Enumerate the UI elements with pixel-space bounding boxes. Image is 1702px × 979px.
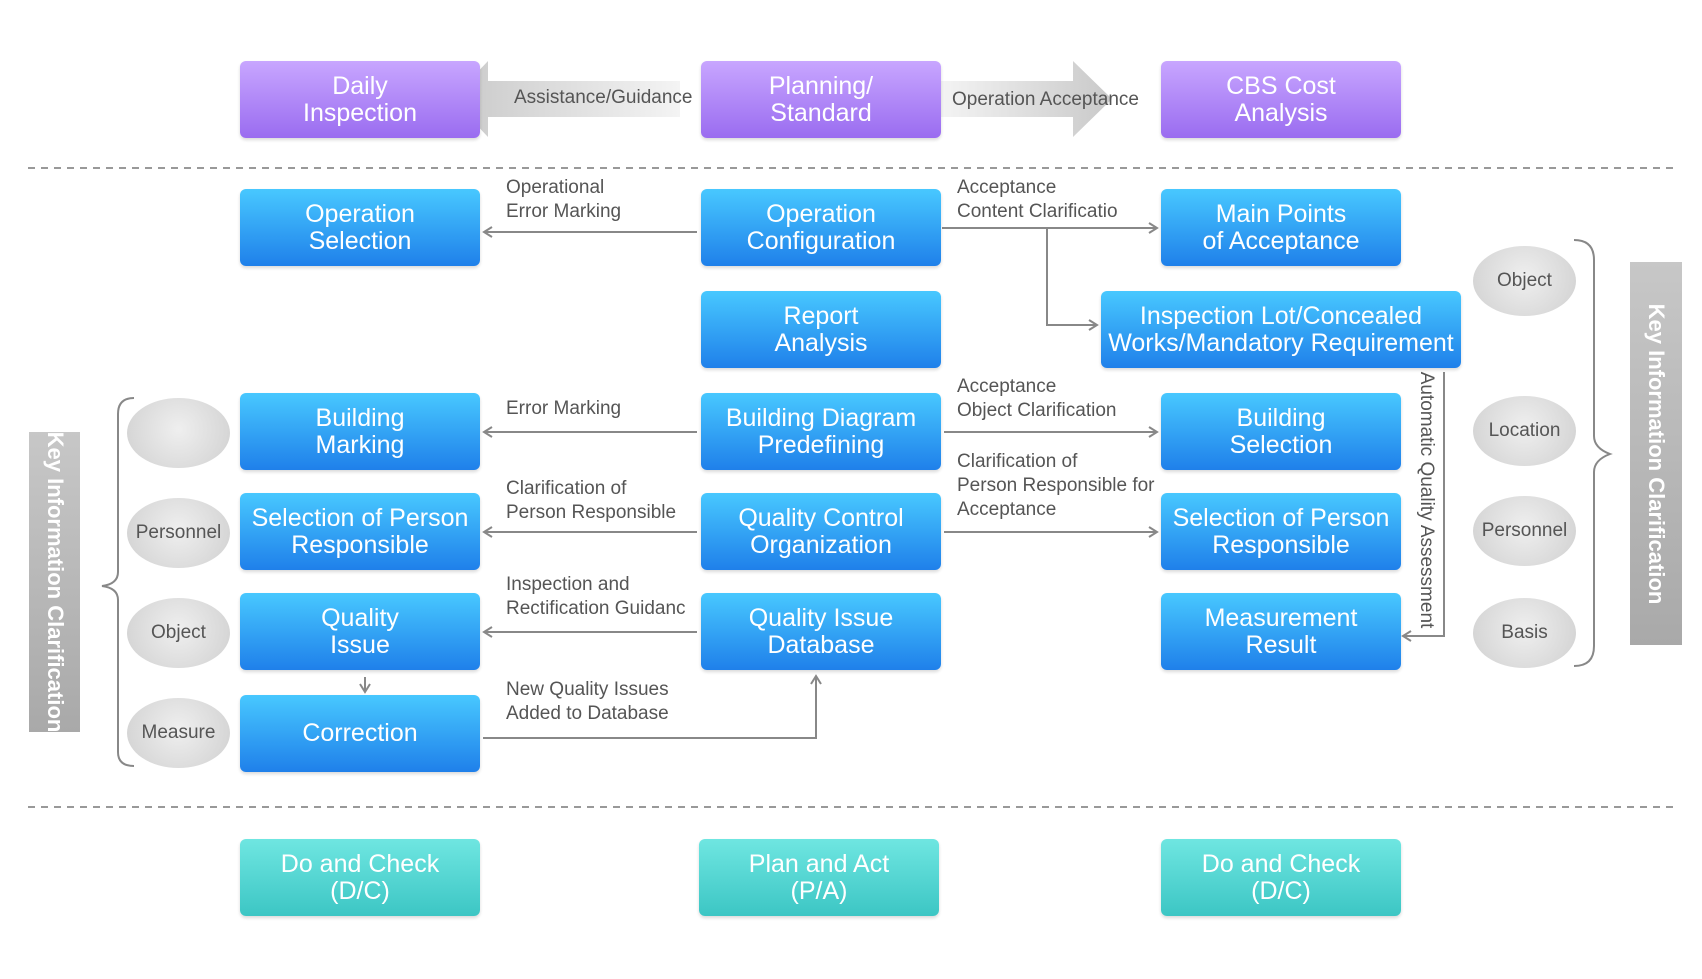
operation-configuration-box[interactable]: Operation Configuration — [701, 189, 941, 266]
selection-person-right-box[interactable]: Selection of Person Responsible — [1161, 493, 1401, 570]
building-diagram-predefining-box[interactable]: Building Diagram Predefining — [701, 393, 941, 470]
measurement-result-box[interactable]: Measurement Result — [1161, 593, 1401, 670]
do-and-check-left-box[interactable]: Do and Check (D/C) — [240, 839, 480, 916]
clarification-person-right-label: Clarification of Person Responsible for … — [957, 451, 1155, 520]
left-key-info-tag: Key Information Clarification — [29, 432, 80, 732]
left-key-info-title: Key Information Clarification — [42, 431, 68, 733]
left-brace — [101, 397, 135, 767]
planning-standard-box[interactable]: Planning/ Standard — [701, 61, 941, 138]
arrow-opconfig-inspectionlot — [1046, 228, 1099, 331]
inspection-lot-box[interactable]: Inspection Lot/Concealed Works/Mandatory… — [1101, 291, 1461, 368]
building-marking-box[interactable]: Building Marking — [240, 393, 480, 470]
new-quality-issues-label: New Quality Issues Added to Database — [506, 679, 669, 724]
acceptance-big-arrow — [940, 61, 1112, 137]
left-key-oval-1 — [127, 398, 230, 468]
acceptance-content-label: Acceptance Content Clarificatio — [957, 177, 1118, 222]
correction-box[interactable]: Correction — [240, 695, 480, 772]
right-key-info-title: Key Information Clarification — [1644, 303, 1669, 604]
left-key-oval-measure: Measure — [127, 698, 230, 768]
quality-issue-database-box[interactable]: Quality Issue Database — [701, 593, 941, 670]
selection-person-left-box[interactable]: Selection of Person Responsible — [240, 493, 480, 570]
inspection-rectification-label: Inspection and Rectification Guidanc — [506, 574, 686, 619]
error-marking-label: Error Marking — [506, 398, 622, 419]
building-selection-box[interactable]: Building Selection — [1161, 393, 1401, 470]
arrow-correction-qidb — [483, 674, 822, 739]
quality-control-organization-box[interactable]: Quality Control Organization — [701, 493, 941, 570]
left-key-oval-object: Object — [127, 598, 230, 668]
right-key-oval-location: Location — [1473, 396, 1576, 466]
assistance-guidance-label: Assistance/Guidance — [514, 87, 693, 108]
right-key-oval-basis: Basis — [1473, 598, 1576, 668]
operation-selection-box[interactable]: Operation Selection — [240, 189, 480, 266]
assistance-big-arrow — [452, 61, 680, 137]
right-key-info-tag: Key Information Clarification — [1630, 262, 1682, 645]
daily-inspection-box[interactable]: Daily Inspection — [240, 61, 480, 138]
main-points-acceptance-box[interactable]: Main Points of Acceptance — [1161, 189, 1401, 266]
arrow-inspectionlot-measurement — [1401, 372, 1445, 642]
report-analysis-box[interactable]: Report Analysis — [701, 291, 941, 368]
acceptance-object-label: Acceptance Object Clarification — [957, 376, 1117, 421]
left-key-oval-personnel: Personnel — [127, 498, 230, 568]
automatic-quality-assessment-label: Automatic Quality Assessment — [1416, 371, 1437, 629]
cbs-cost-analysis-box[interactable]: CBS Cost Analysis — [1161, 61, 1401, 138]
operational-error-marking-label: Operational Error Marking — [506, 177, 622, 222]
do-and-check-right-box[interactable]: Do and Check (D/C) — [1161, 839, 1401, 916]
right-brace — [1573, 239, 1613, 667]
right-key-oval-object: Object — [1473, 246, 1576, 316]
operation-acceptance-label: Operation Acceptance — [952, 89, 1139, 110]
quality-issue-box[interactable]: Quality Issue — [240, 593, 480, 670]
plan-and-act-box[interactable]: Plan and Act (P/A) — [699, 839, 939, 916]
clarification-person-left-label: Clarification of Person Responsible — [506, 478, 677, 523]
right-key-oval-personnel: Personnel — [1473, 496, 1576, 566]
